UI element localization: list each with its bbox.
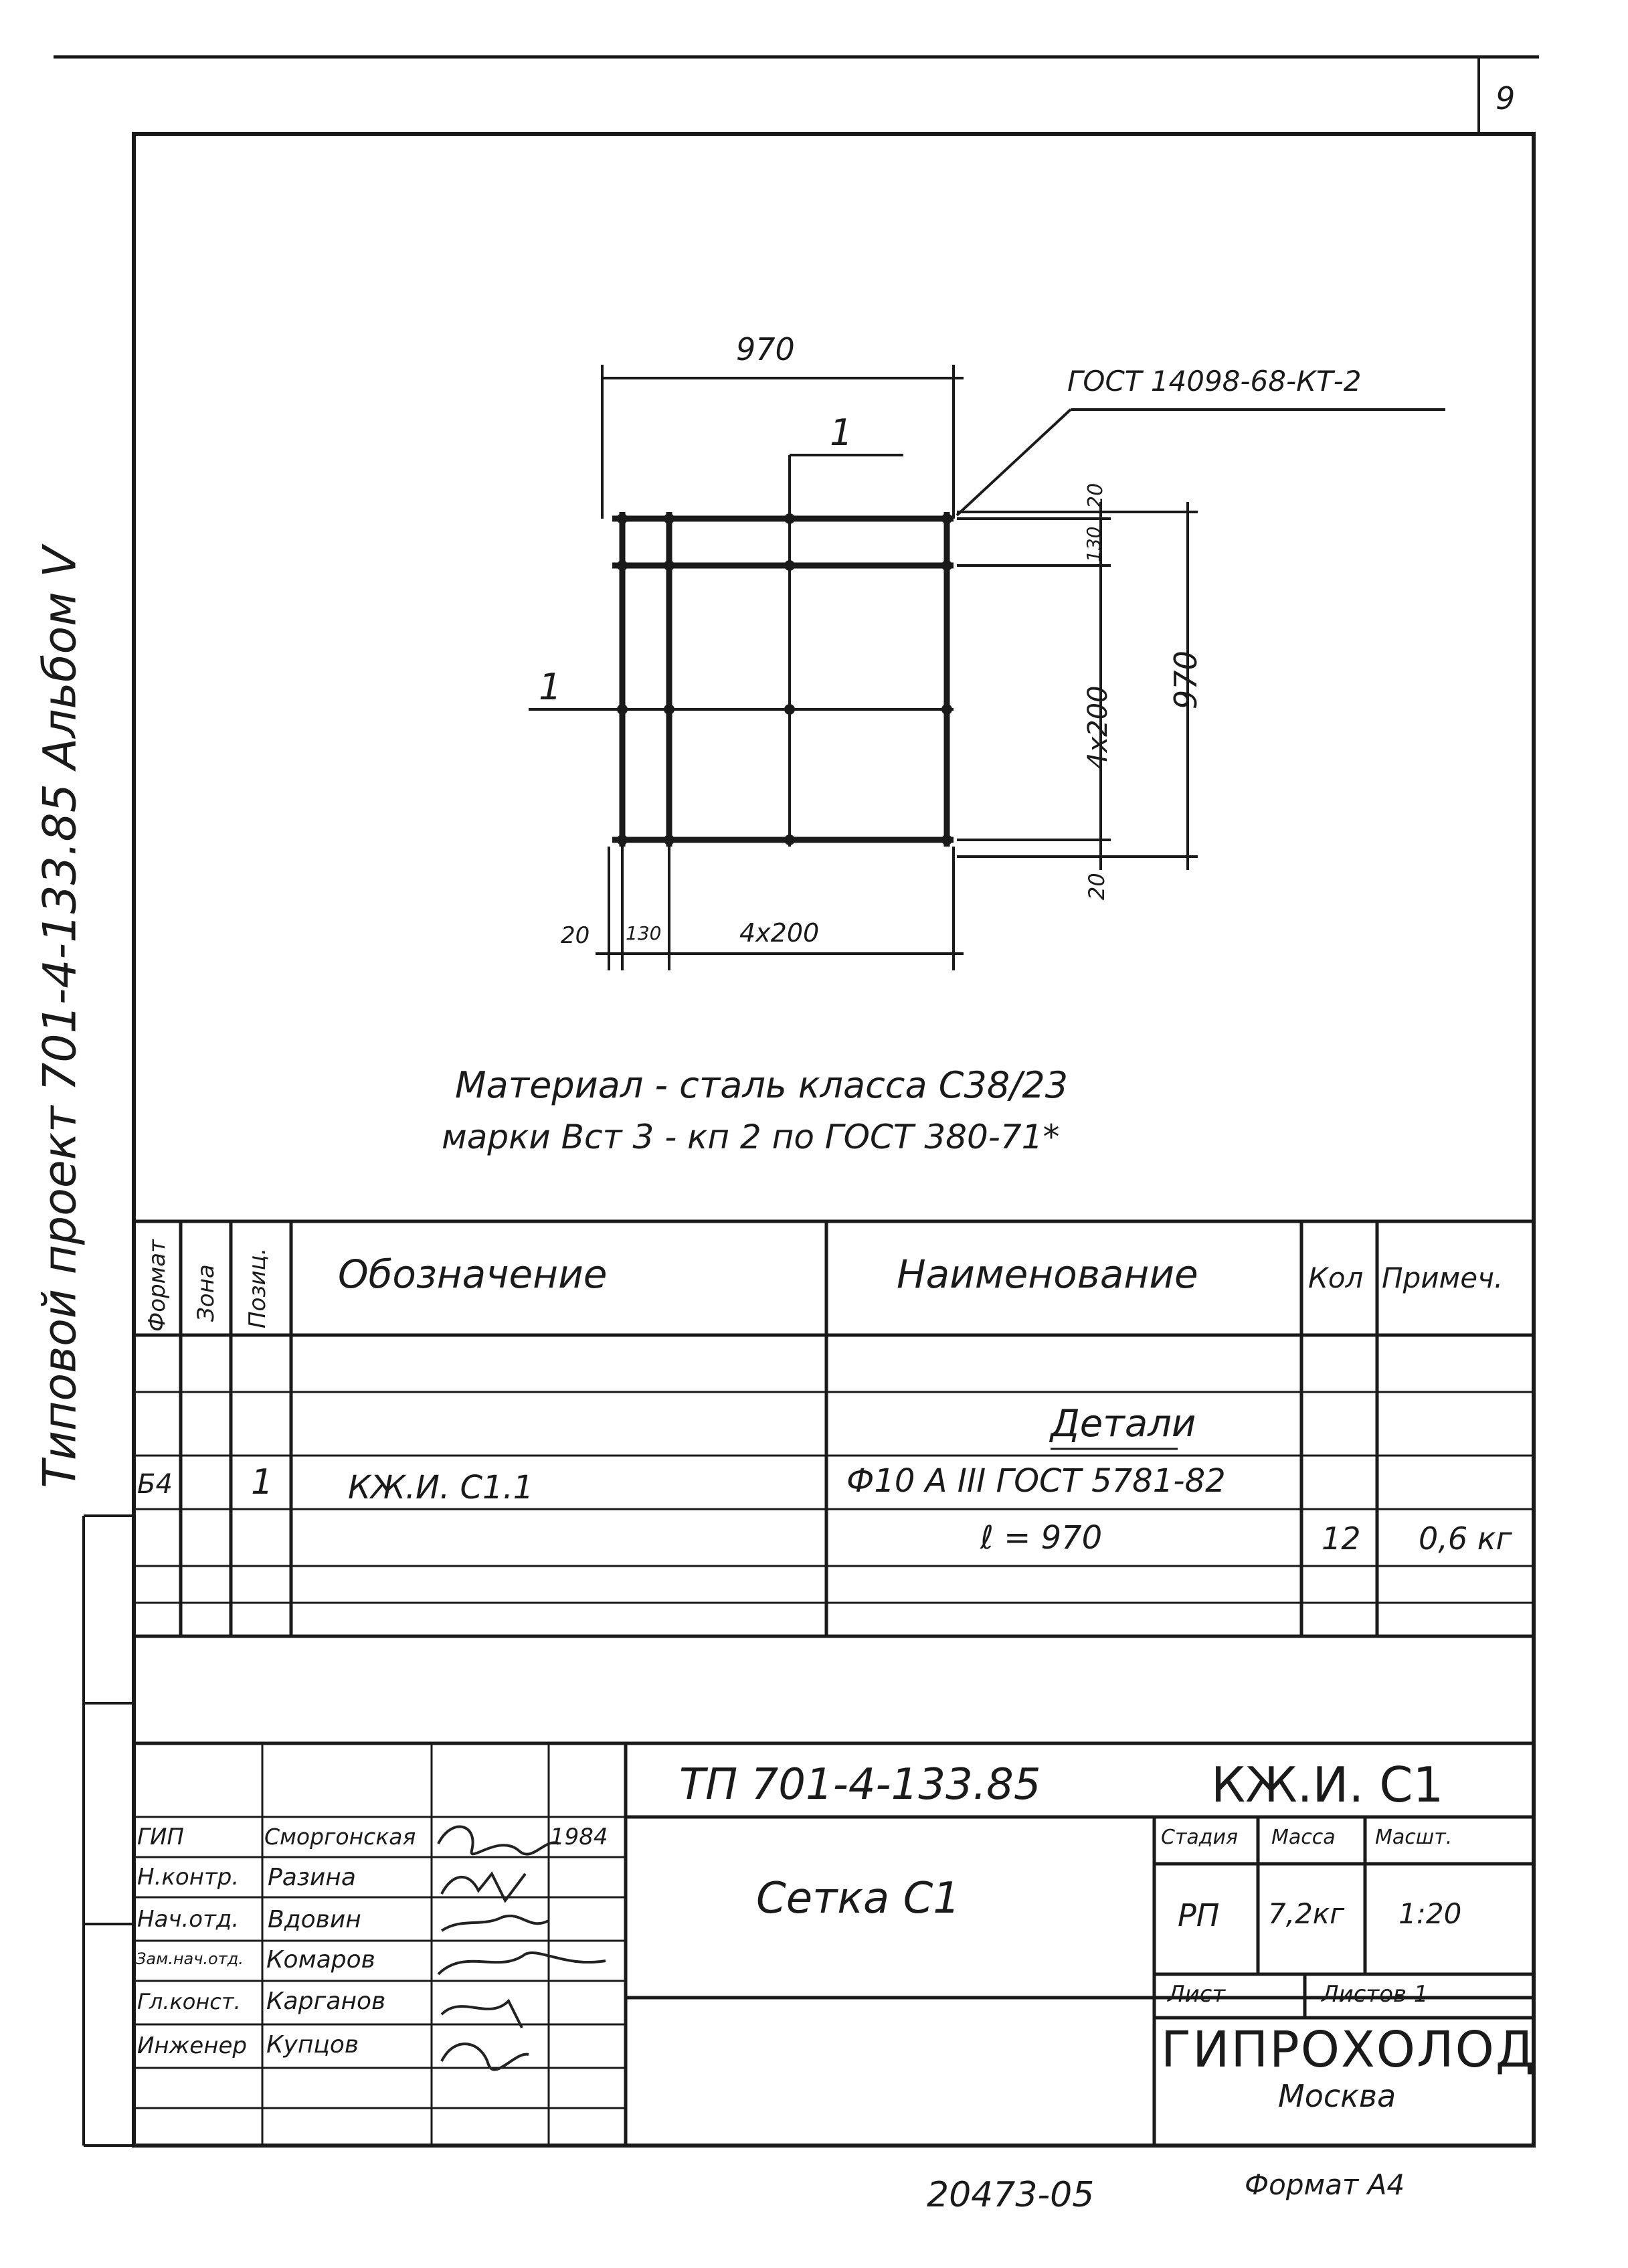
header-qty: Кол [1308,1261,1364,1294]
staff-name-3: Комаров [266,1946,375,1974]
stage-value: РП [1178,1897,1220,1933]
dim-bottom-130: 130 [626,922,662,944]
staff-role-0: ГИП [137,1824,184,1850]
dim-right-20-top: 20 [1084,483,1107,509]
sheets-label: Листов 1 [1322,1981,1429,2008]
staff-date-0: 1984 [550,1824,608,1850]
staff-role-4: Гл.конст. [137,1989,241,2014]
inventory-number: 20473-05 [927,2175,1095,2215]
staff-role-2: Нач.отд. [137,1906,240,1933]
row1-designation: КЖ.И. С1.1 [348,1469,534,1506]
organization-city: Москва [1278,2078,1396,2114]
material-note-line1: Материал - сталь класса С38/23 [455,1064,1069,1106]
header-note: Примеч. [1382,1261,1504,1294]
title-block-grid [624,1743,1534,2146]
main-frame [132,132,1536,2148]
gost-leader-label: ГОСТ 14098-68-КТ-2 [1067,365,1362,398]
dim-right-130: 130 [1083,526,1105,562]
header-position: Позиц. [244,1247,271,1329]
material-note-line2: марки Вст 3 - кп 2 по ГОСТ 380-71* [442,1118,1060,1156]
staff-name-1: Разина [268,1864,356,1891]
dim-right-970: 970 [1168,650,1204,709]
dim-top-label: 970 [736,331,795,367]
header-zone: Зона [193,1264,219,1322]
mass-value: 7,2кг [1268,1897,1345,1930]
row2-note: 0,6 кг [1419,1520,1512,1557]
row1-name: Ф10 А III ГОСТ 5781-82 [846,1462,1226,1500]
organization-name: ГИПРОХОЛОД [1161,2021,1536,2079]
header-designation: Обозначение [338,1251,608,1297]
side-project-text: Типовой проект 701-4-133.85 Альбом V [33,546,87,1488]
staff-name-5: Купцов [266,2031,359,2059]
signatures [437,1825,606,2071]
project-code: ТП 701-4-133.85 [679,1760,1041,1810]
row2-qty: 12 [1322,1520,1361,1557]
header-name: Наименование [897,1251,1198,1297]
sheet-title: Сетка С1 [756,1874,960,1923]
stage-label: Стадия [1161,1826,1239,1849]
staff-name-4: Карганов [266,1988,386,2015]
doc-code: КЖ.И. С1 [1211,1757,1444,1813]
section-title-details: Детали [1051,1402,1196,1446]
scale-value: 1:20 [1398,1897,1462,1930]
mass-label: Масса [1271,1826,1336,1849]
sheet-label: Лист [1168,1981,1226,2008]
row1-position: 1 [251,1462,274,1502]
format-label: Формат А4 [1245,2168,1405,2201]
section-mark-left: 1 [539,666,562,708]
dim-right-4x200: 4х200 [1083,685,1113,770]
staff-name-2: Вдовин [268,1906,361,1933]
staff-role-5: Инженер [137,2032,247,2059]
mesh-drawing [612,512,954,847]
spec-table-grid [134,1219,1534,1745]
staff-role-3: Зам.нач.отд. [136,1949,244,1968]
staff-name-0: Сморгонская [264,1824,416,1850]
row1-format: Б4 [137,1469,173,1500]
header-format: Формат [144,1239,171,1332]
staff-role-1: Н.контр. [137,1864,240,1891]
section-mark-top: 1 [830,412,853,454]
dim-bottom-20: 20 [561,922,590,949]
dim-bottom-4x200: 4х200 [739,918,820,948]
row2-name: ℓ = 970 [980,1519,1103,1557]
scale-label: Масшт. [1375,1826,1453,1849]
page-number: 9 [1496,80,1516,116]
dim-right-20-bottom: 20 [1084,873,1109,900]
